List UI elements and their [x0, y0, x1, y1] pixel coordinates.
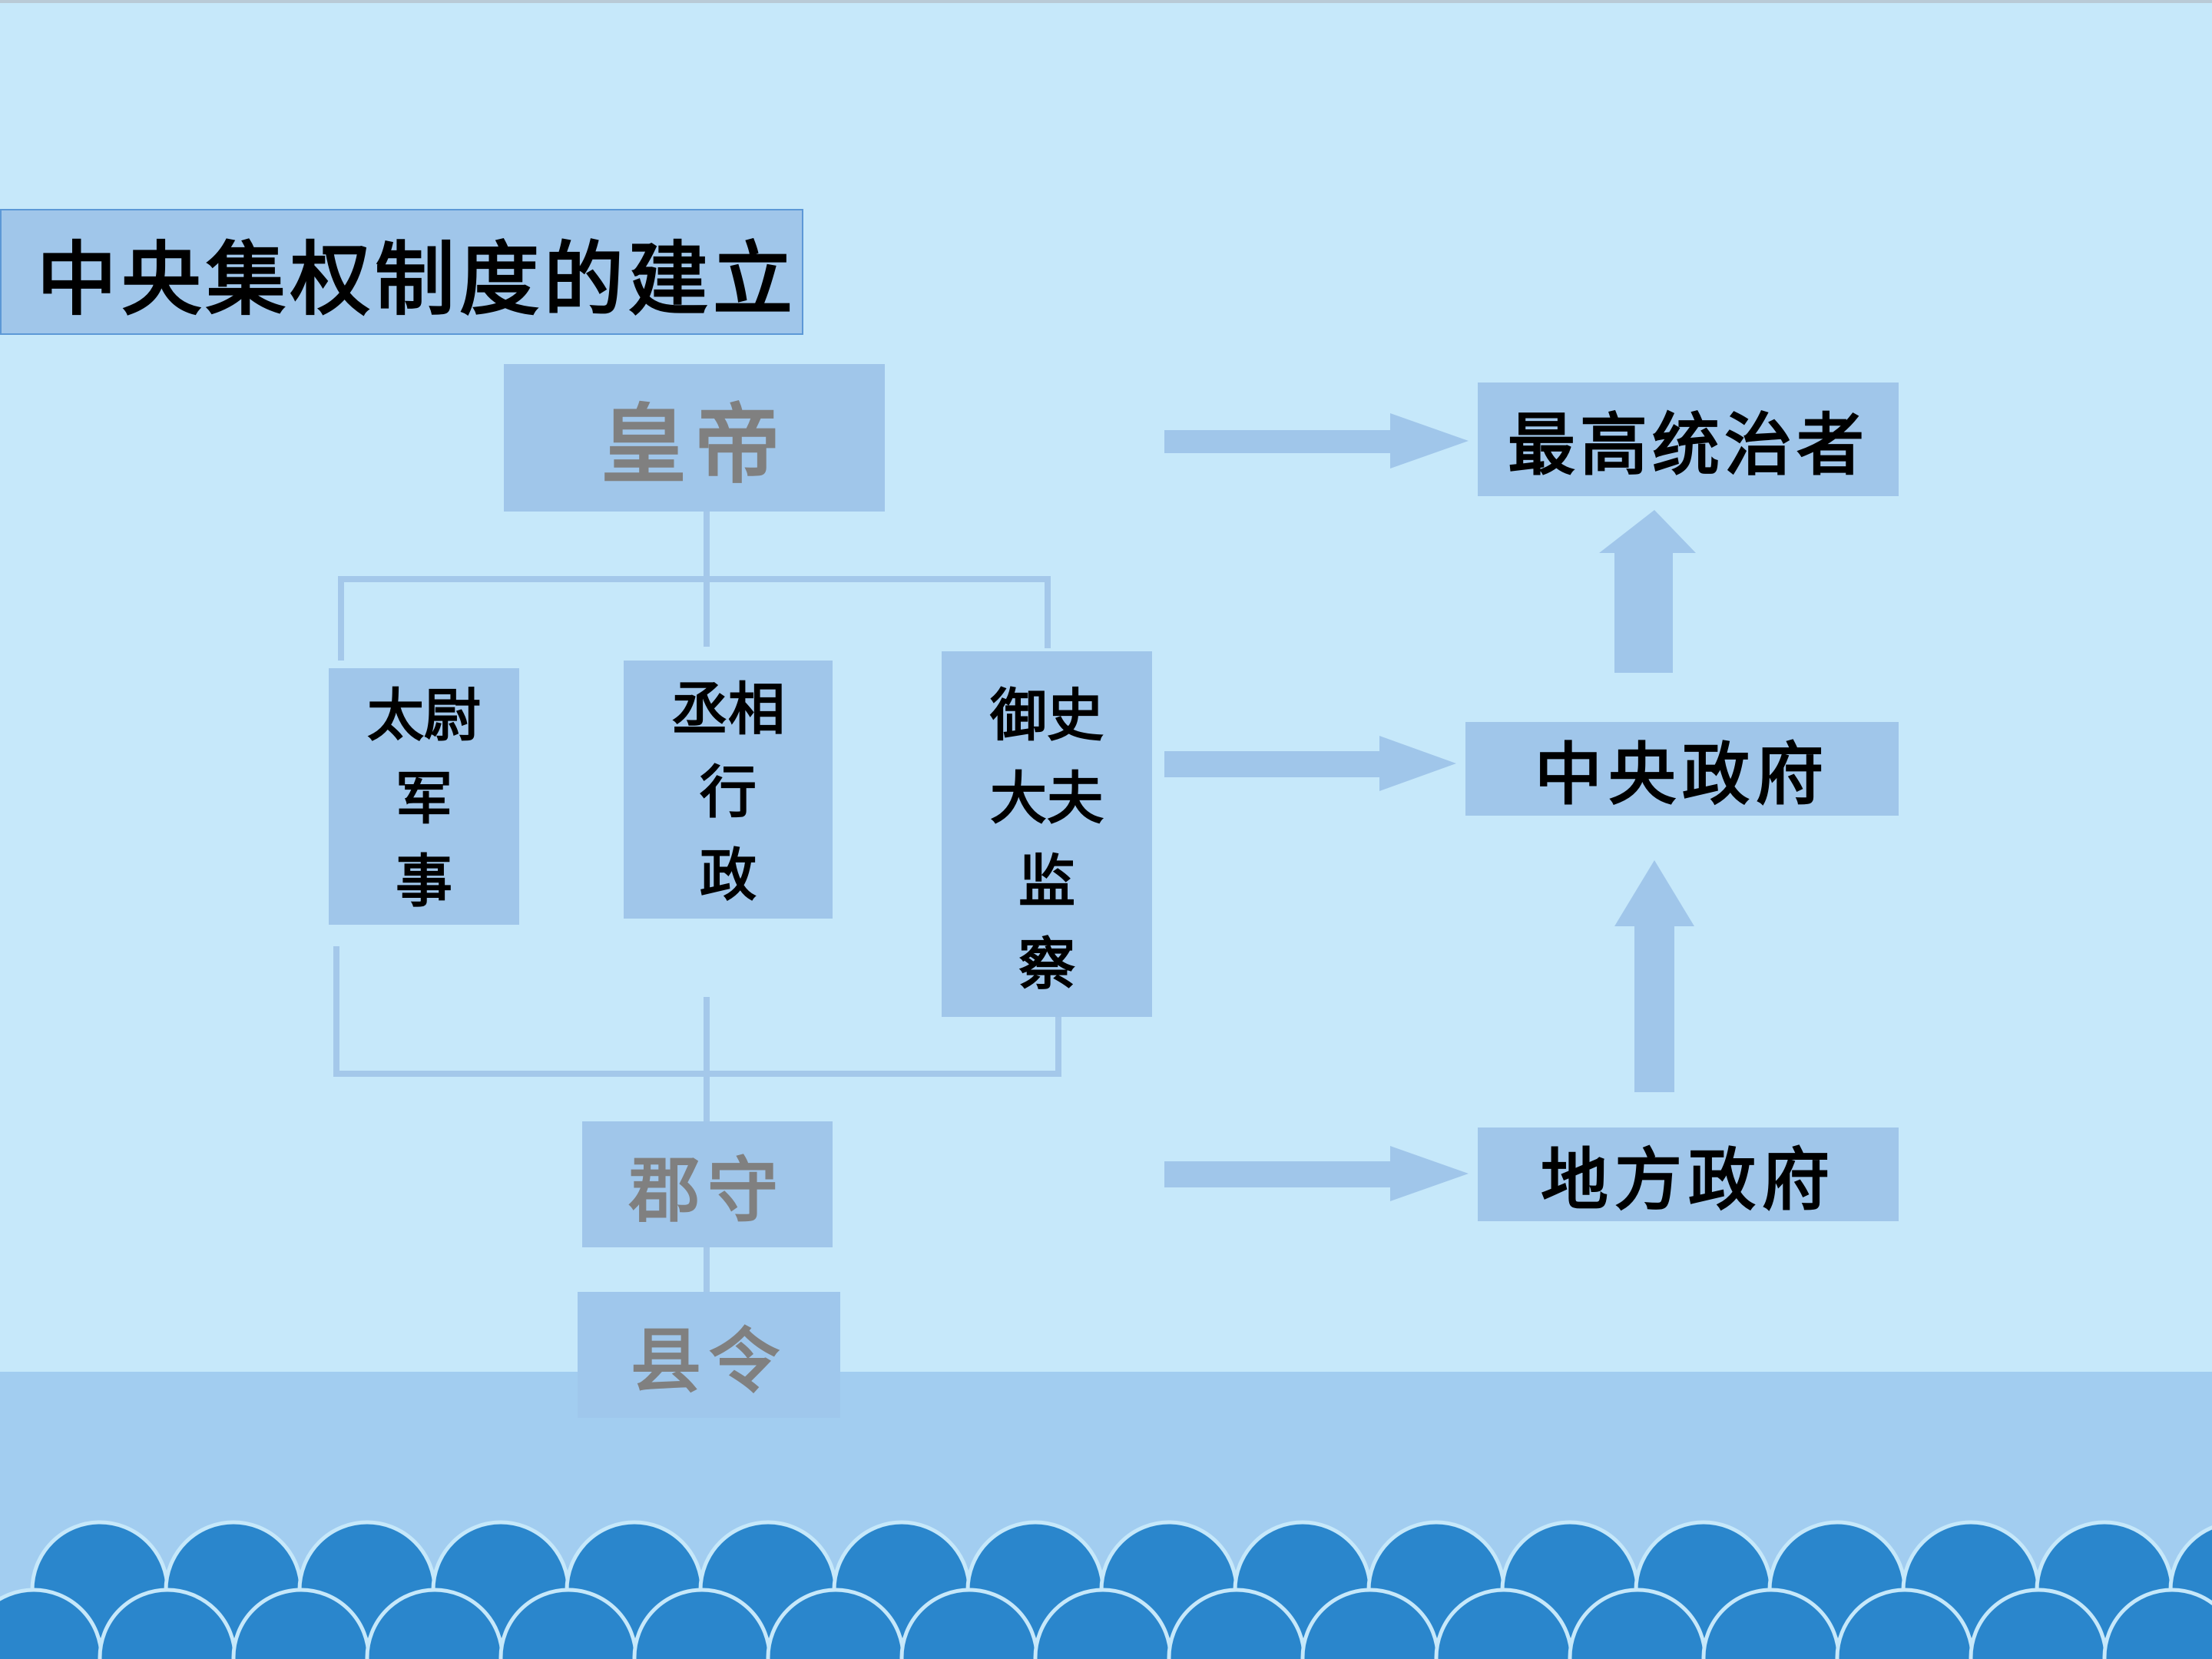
minister-yushidafu-line-4: 察 [1018, 932, 1075, 998]
connector-to-commandery [704, 1071, 710, 1123]
supreme-ruler-box: 最高统治者 [1478, 382, 1899, 496]
connector-left-drop [338, 576, 344, 661]
minister-chengxiang-line-1: 丞相 [671, 677, 785, 743]
minister-box-yushidafu: 御史 大夫 监 察 [942, 651, 1152, 1017]
central-government-label: 中央政府 [1534, 733, 1830, 814]
top-border [0, 0, 2212, 3]
minister-yushidafu-line-2: 大夫 [990, 766, 1104, 832]
minister-taiwei-line-2: 军 [396, 766, 452, 832]
connector-right-rise [1055, 1015, 1061, 1077]
slide-title: 中央集权制度的建立 [37, 231, 798, 326]
minister-box-taiwei: 太尉 军 事 [329, 668, 519, 925]
connector-top-bar [338, 576, 1051, 582]
minister-yushidafu-line-1: 御史 [990, 683, 1104, 749]
connector-to-county [704, 1246, 710, 1293]
commandery-box: 郡守 [582, 1121, 833, 1247]
connector-middle-rise [704, 997, 710, 1121]
wave-scallop [2102, 1588, 2212, 1659]
arrow-up-icon [1599, 510, 1696, 673]
supreme-ruler-label: 最高统治者 [1507, 404, 1869, 485]
minister-yushidafu-text: 御史 大夫 监 察 [990, 674, 1104, 1006]
minister-taiwei-line-1: 太尉 [367, 683, 481, 749]
title-box: 中央集权制度的建立 [0, 209, 803, 335]
county-box: 县令 [578, 1292, 840, 1418]
local-government-label: 地方政府 [1540, 1139, 1836, 1220]
arrow-right-icon [1164, 736, 1456, 791]
connector-middle-drop [704, 576, 710, 647]
county-label: 县令 [630, 1319, 787, 1402]
connector-bottom-bar [333, 1071, 1061, 1077]
arrow-right-icon [1164, 413, 1469, 469]
minister-chengxiang-text: 丞相 行 政 [671, 668, 785, 917]
connector-emperor-down [704, 510, 710, 581]
minister-taiwei-text: 太尉 军 事 [367, 674, 481, 923]
connector-left-rise [333, 946, 339, 1077]
wave-row-front [0, 1588, 2212, 1659]
minister-yushidafu-line-3: 监 [1018, 849, 1075, 915]
minister-taiwei-line-3: 事 [396, 849, 452, 915]
minister-box-chengxiang: 丞相 行 政 [624, 661, 833, 919]
arrow-right-icon [1164, 1146, 1469, 1201]
arrow-up-icon [1614, 860, 1694, 1092]
emperor-label: 皇帝 [601, 395, 788, 495]
minister-chengxiang-line-3: 政 [700, 843, 757, 909]
local-government-box: 地方政府 [1478, 1128, 1899, 1221]
connector-right-drop [1045, 576, 1051, 648]
minister-chengxiang-line-2: 行 [700, 760, 757, 826]
emperor-box: 皇帝 [504, 364, 885, 512]
commandery-label: 郡守 [628, 1148, 786, 1232]
central-government-box: 中央政府 [1465, 722, 1899, 816]
